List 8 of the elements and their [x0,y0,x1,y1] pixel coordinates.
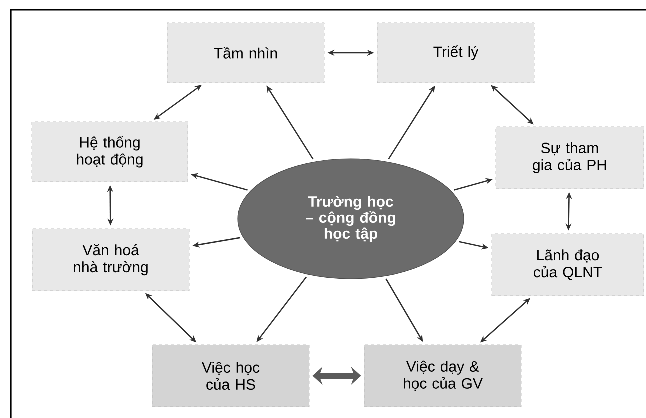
concept-box: Triết lý [377,22,535,84]
concept-box: Việc học của HS [152,344,310,408]
concept-box: Văn hoá nhà trường [32,228,190,292]
concept-box: Tầm nhìn [167,22,325,84]
concept-box: Việc dạy & học của GV [364,344,522,408]
concept-box: Sự tham gia của PH [496,126,644,190]
concept-box: Hệ thống hoạt động [32,122,188,182]
concept-box: Lãnh đạo của QLNT [492,234,644,296]
